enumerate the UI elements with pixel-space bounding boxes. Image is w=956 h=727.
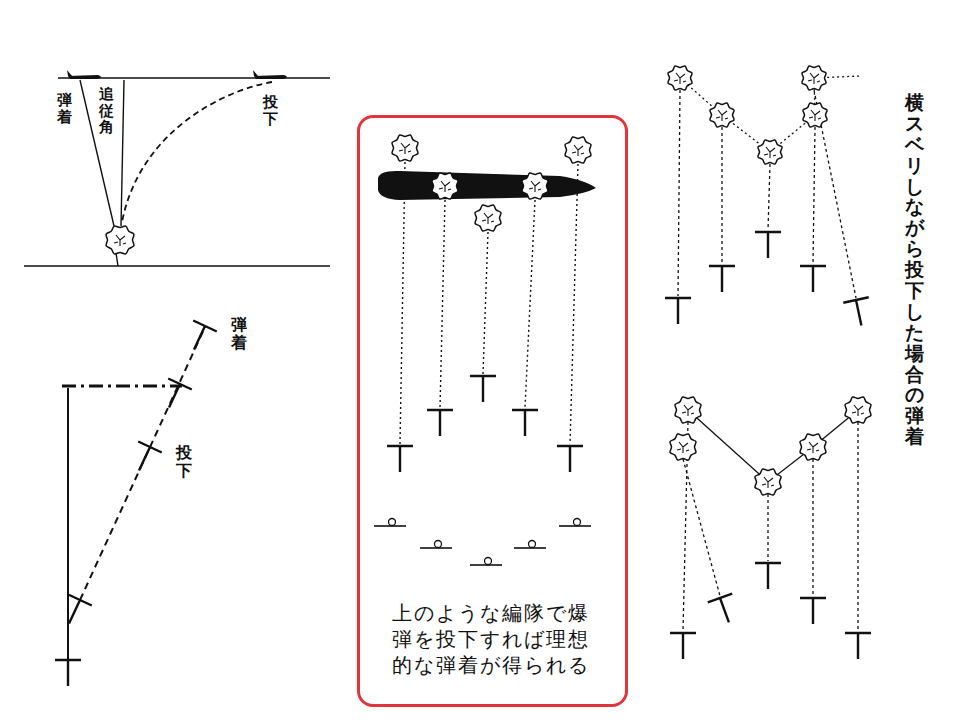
drop-line — [678, 90, 680, 296]
burst-symbol — [475, 205, 501, 231]
burst-symbol — [755, 469, 781, 495]
aircraft-symbol — [67, 70, 101, 79]
side-caption: 横スベリしながら投下した場合の弾着 — [905, 92, 924, 447]
impact-marker — [755, 232, 781, 258]
burst-symbol — [675, 397, 701, 423]
sight-line — [80, 80, 114, 226]
ship-silhouette — [378, 171, 596, 200]
formation-line — [680, 76, 860, 152]
impact-marker — [800, 266, 826, 292]
burst-symbol — [800, 434, 826, 460]
burst-symbol — [522, 173, 548, 199]
burst-symbol — [565, 137, 591, 163]
drop-line — [767, 494, 768, 561]
note-text: 上のような編隊で爆弾を投下すれば理想的な弾着が得られる — [392, 600, 598, 678]
drop-line — [440, 200, 445, 408]
impact-marker — [845, 633, 871, 659]
impact-marker — [57, 595, 92, 630]
formation-aircraft — [529, 541, 536, 548]
figure-label: 投下 — [176, 444, 192, 479]
burst-symbol — [802, 66, 826, 90]
aircraft-symbol — [253, 70, 287, 79]
figure-label: 投下 — [263, 94, 278, 127]
burst-symbol — [392, 135, 418, 161]
drop-line — [721, 127, 722, 264]
formation-aircraft — [389, 519, 396, 526]
drop-line — [857, 422, 858, 631]
drop-line — [525, 200, 535, 408]
impact-marker — [708, 594, 741, 627]
drop-line — [400, 162, 405, 444]
drop-line — [812, 459, 813, 596]
drop-line — [813, 127, 815, 264]
drop-line — [683, 459, 720, 596]
burst-symbol — [845, 397, 871, 423]
impact-marker — [182, 321, 217, 356]
burst-symbol — [710, 103, 734, 127]
burst-stem — [116, 253, 118, 266]
ground-line — [24, 265, 330, 267]
course-line — [62, 385, 182, 388]
impact-marker — [157, 379, 192, 414]
figure-label: 弾着 — [57, 92, 72, 125]
drop-line — [570, 164, 578, 444]
burst-symbol — [106, 226, 134, 254]
impact-marker — [843, 297, 874, 328]
impact-marker — [127, 442, 162, 477]
formation-aircraft — [435, 541, 442, 548]
impact-marker — [55, 660, 81, 686]
burst-symbol — [670, 434, 696, 460]
bomb-trajectory — [122, 82, 272, 222]
burst-symbol — [803, 103, 827, 127]
impact-marker — [387, 446, 413, 472]
impact-marker — [665, 298, 691, 324]
drop-line — [483, 232, 488, 374]
burst-symbol — [758, 140, 782, 164]
note-box: 上のような編隊で爆弾を投下すれば理想的な弾着が得られる — [357, 115, 628, 707]
impact-marker — [557, 446, 583, 472]
impact-marker — [755, 563, 781, 589]
drop-line — [80, 327, 205, 600]
impact-marker — [800, 598, 826, 624]
formation-aircraft — [485, 558, 492, 565]
burst-symbol — [668, 66, 692, 90]
impact-marker — [470, 376, 496, 402]
burst-symbol — [432, 173, 458, 199]
sight-line — [121, 80, 124, 226]
drawing — [24, 66, 874, 686]
figure-label: 追従角 — [99, 86, 114, 136]
formation-aircraft — [574, 519, 581, 526]
track-line — [67, 388, 69, 660]
figure-label: 弾着 — [231, 316, 247, 351]
impact-marker — [512, 410, 538, 436]
impact-marker — [427, 410, 453, 436]
drop-line — [768, 164, 770, 230]
impact-marker — [709, 266, 735, 292]
impact-marker — [670, 633, 696, 659]
